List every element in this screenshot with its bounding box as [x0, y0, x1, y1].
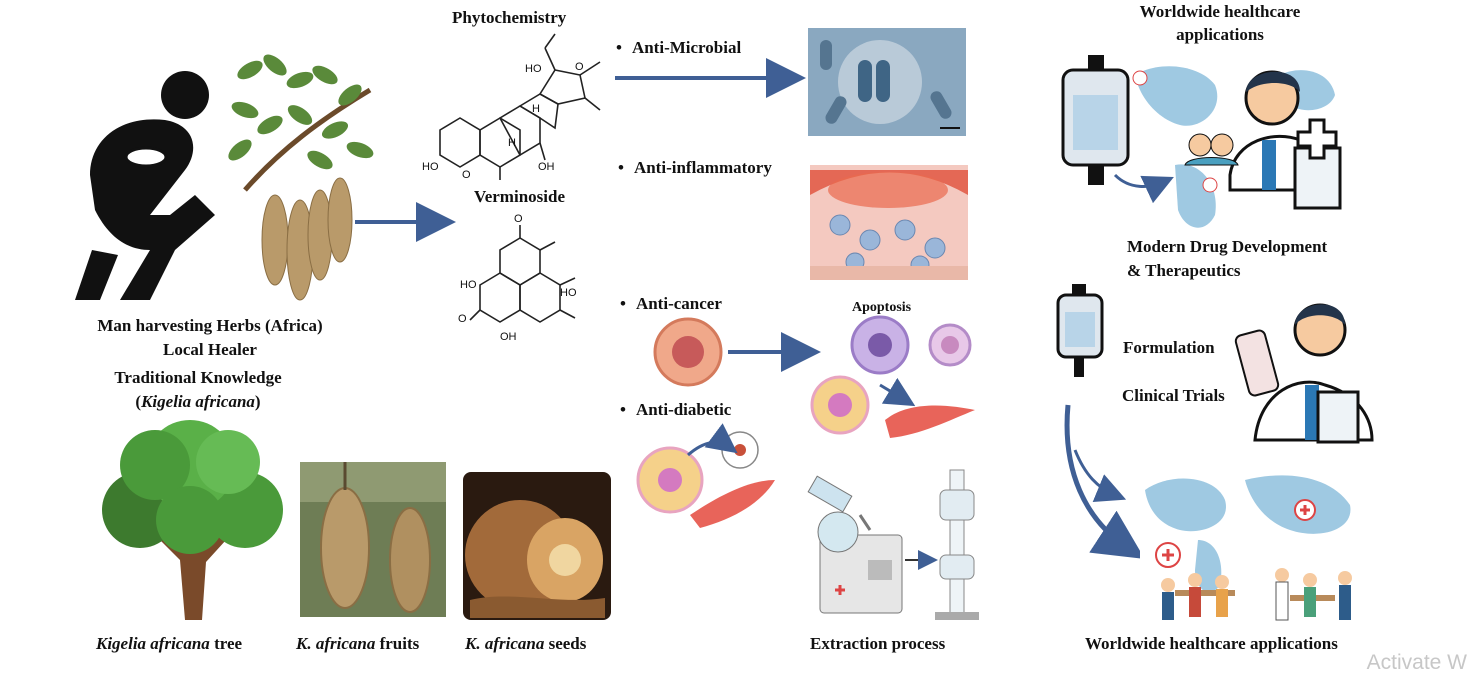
activity-antimicrobial: Anti-Microbial: [616, 38, 741, 58]
doctor-icon-top: [1184, 70, 1342, 210]
caption-seeds-italic: K. africana: [465, 634, 545, 653]
svg-text:HO: HO: [525, 63, 542, 75]
svg-text:O: O: [462, 169, 471, 181]
world-map-icon-top: [1132, 66, 1335, 228]
right-top-title-line2: applications: [1176, 25, 1264, 44]
left-caption-species: (Kigelia africana): [48, 392, 348, 412]
species-name: Kigelia africana: [141, 392, 255, 411]
formulation-label: Formulation: [1123, 338, 1215, 357]
caption-tree-rest: tree: [209, 634, 243, 653]
activity-anticancer: Anti-cancer: [620, 294, 722, 314]
caption-fruits-rest: fruits: [375, 634, 420, 653]
verminoside-structure: [439, 33, 601, 180]
drug-dev-line2: & Therapeutics: [1127, 261, 1241, 280]
caption-fruits-italic: K. africana: [296, 634, 376, 653]
left-caption-line2: Local Healer: [163, 340, 257, 359]
arrow-to-worldwide: [1064, 404, 1145, 559]
inflamed-tissue-icon: [810, 165, 968, 280]
iv-bag-icon: [1061, 55, 1174, 204]
left-caption-line3: Traditional Knowledge: [114, 368, 282, 387]
cancer-cell-icon: [653, 317, 723, 387]
caption-fruits: K. africana fruits: [296, 634, 419, 654]
caption-extraction: Extraction process: [810, 634, 946, 653]
caption-seeds: K. africana seeds: [465, 634, 586, 654]
svg-text:H: H: [532, 103, 540, 115]
activity-antidiabetic: Anti-diabetic: [620, 400, 731, 420]
apoptosis-cells-icon: [810, 315, 975, 438]
diabetic-cell-icon: [636, 423, 775, 528]
caption-tree-italic: Kigelia africana: [96, 634, 210, 653]
svg-text:HO: HO: [460, 279, 477, 291]
phytochemistry-heading: Phytochemistry: [452, 8, 567, 27]
species-paren-close: ): [254, 392, 261, 411]
caption-seeds-rest: seeds: [544, 634, 587, 653]
microbe-micrograph-icon: [808, 28, 966, 136]
species-paren-open: (: [135, 392, 142, 411]
svg-text:HO: HO: [560, 287, 577, 299]
world-map-icon-bottom: [1140, 470, 1355, 625]
seed-photo-icon: [463, 472, 611, 620]
fruit-photo-icon: [300, 462, 446, 617]
activation-watermark: Activate W: [1366, 651, 1467, 674]
arrow-to-worldwide-2: [1073, 449, 1127, 503]
right-top-title-line1: Worldwide healthcare: [1139, 2, 1301, 21]
second-compound-structure: [469, 225, 576, 323]
verminoside-label: Verminoside: [474, 187, 565, 206]
apoptosis-label: Apoptosis: [852, 300, 912, 315]
tree-icon: [102, 420, 283, 620]
doctor-icon-bottom: [1234, 303, 1374, 444]
person-harvesting-icon: [75, 71, 215, 300]
extraction-apparatus-icon: [807, 469, 979, 620]
activity-antiinflammatory: Anti-inflammatory: [618, 158, 772, 178]
kigelia-branch-icon: [228, 54, 374, 301]
clinical-trials-label: Clinical Trials: [1122, 386, 1225, 405]
svg-text:HO: HO: [422, 161, 439, 173]
left-caption-line1: Man harvesting Herbs (Africa): [97, 316, 323, 335]
caption-tree: Kigelia africana tree: [96, 634, 242, 654]
svg-text:OH: OH: [538, 161, 555, 173]
svg-text:OH: OH: [500, 331, 517, 343]
drug-dev-line1: Modern Drug Development: [1127, 237, 1328, 256]
svg-text:H: H: [508, 137, 516, 149]
svg-text:O: O: [514, 213, 523, 225]
svg-text:O: O: [575, 61, 584, 73]
right-bottom-title: Worldwide healthcare applications: [1085, 634, 1338, 653]
iv-bag-icon-2: [1056, 284, 1104, 377]
svg-text:O: O: [458, 313, 467, 325]
